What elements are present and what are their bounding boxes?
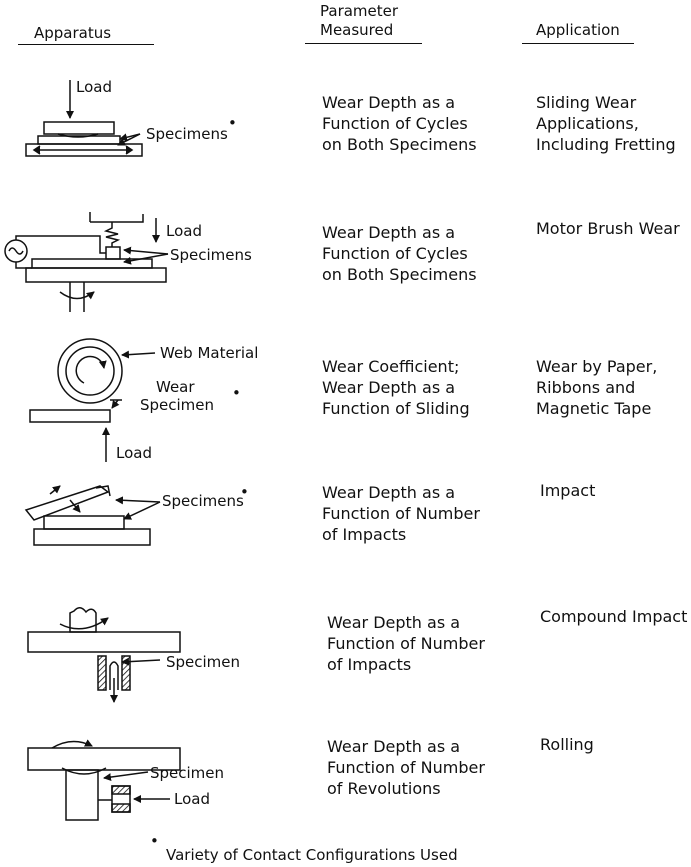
row2-parameter: Wear Depth as a Function of Cycles on Bo… [322, 223, 477, 284]
row2-load-label: Load [166, 222, 202, 240]
row3-specimen-label: Specimen [140, 396, 214, 414]
row1-apparatus [25, 80, 143, 157]
row3-apparatus [29, 338, 156, 462]
row3-parameter: Wear Coefficient; Wear Depth as a Functi… [322, 357, 470, 418]
row4-specimens-label: Specimens [162, 492, 244, 510]
row1-application: Sliding Wear Applications, Including Fre… [536, 93, 676, 154]
row2-apparatus [4, 212, 169, 312]
row3-footnote-marker: • [232, 384, 241, 402]
row6-parameter: Wear Depth as a Function of Number of Re… [327, 737, 485, 798]
row4-parameter: Wear Depth as a Function of Number of Im… [322, 483, 480, 544]
row3-application: Wear by Paper, Ribbons and Magnetic Tape [536, 357, 658, 418]
row3-web-material-label: Web Material [160, 344, 258, 362]
header-apparatus: Apparatus [34, 24, 112, 42]
footnote: Variety of Contact Configurations Used [166, 846, 458, 864]
row2-application: Motor Brush Wear [536, 219, 680, 238]
header-apparatus-underline [18, 44, 154, 45]
row4-application: Impact [540, 481, 596, 500]
row1-specimens-label: Specimens [146, 125, 228, 143]
header-application-underline [522, 43, 634, 44]
row2-specimens-label: Specimens [170, 246, 252, 264]
row5-application: Compound Impact [540, 607, 688, 626]
row5-apparatus [27, 607, 181, 703]
row4-footnote-marker: • [240, 483, 249, 501]
row1-parameter: Wear Depth as a Function of Cycles on Bo… [322, 93, 477, 154]
header-application: Application [536, 21, 620, 39]
row3-load-label: Load [116, 444, 152, 462]
header-parameter-line1: Parameter [320, 2, 399, 20]
row6-apparatus [27, 739, 181, 821]
row5-specimen-label: Specimen [166, 653, 240, 671]
row6-load-label: Load [174, 790, 210, 808]
row1-footnote-marker: • [228, 114, 237, 132]
row4-apparatus [24, 485, 161, 546]
header-parameter-underline [305, 43, 422, 44]
header-parameter-line2: Measured [320, 21, 394, 39]
row6-application: Rolling [540, 735, 594, 754]
row1-load-label: Load [76, 78, 112, 96]
row5-parameter: Wear Depth as a Function of Number of Im… [327, 613, 485, 674]
row6-specimen-label: Specimen [150, 764, 224, 782]
row3-wear-label: Wear [156, 378, 195, 396]
footnote-marker: • [150, 832, 159, 850]
